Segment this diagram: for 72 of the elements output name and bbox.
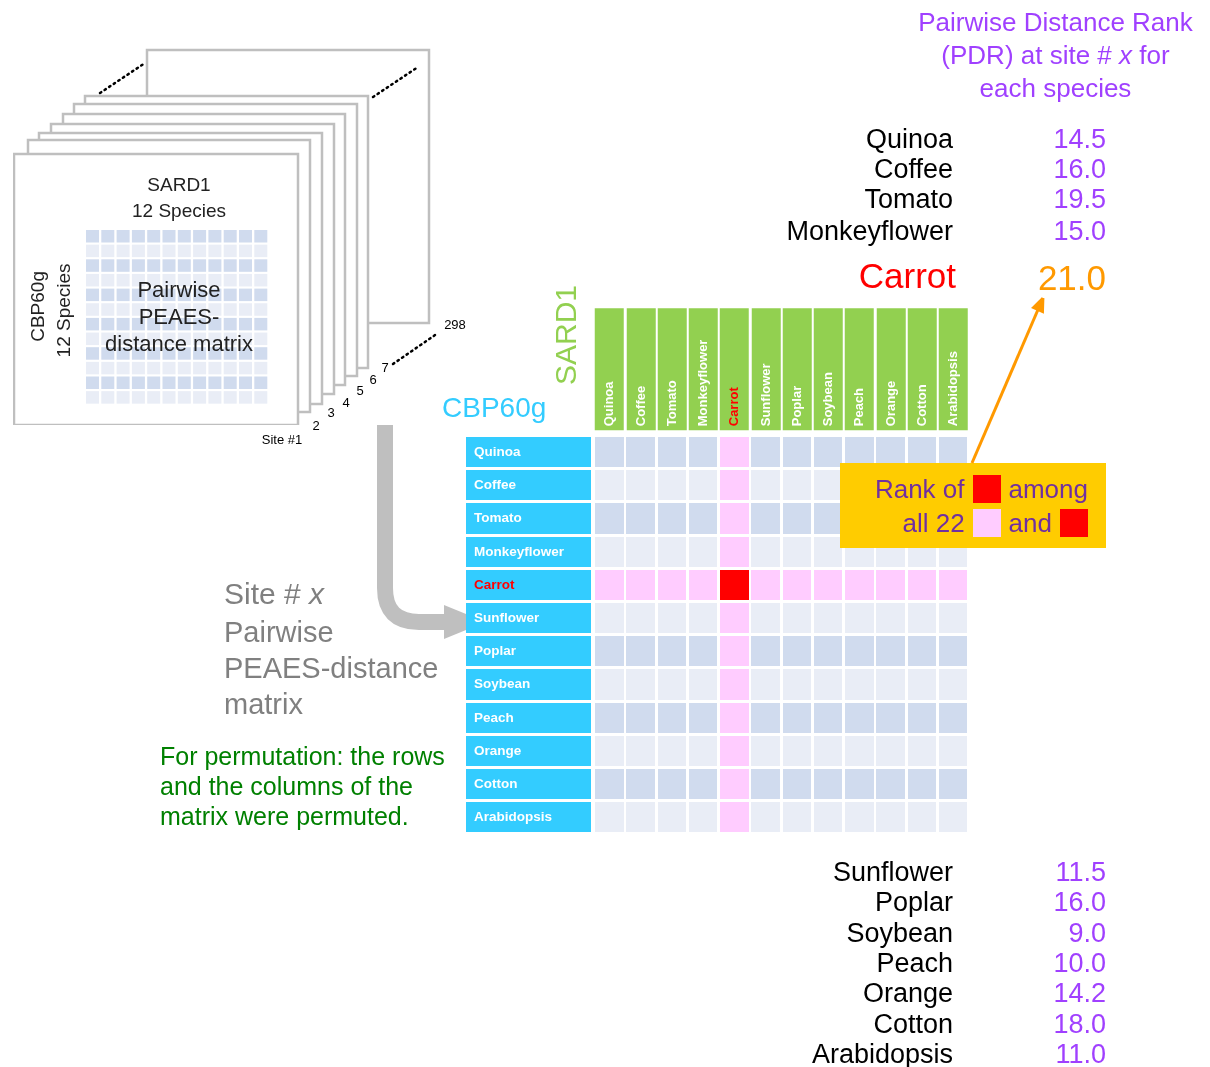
callout-text: Rank of <box>874 473 965 505</box>
row-header: Poplar <box>466 636 591 667</box>
species-name: Monkeyflower <box>785 216 953 248</box>
column-header: Peach <box>845 308 874 430</box>
species-name: Cotton <box>872 1008 953 1040</box>
rank-value: 14.5 <box>1052 124 1106 156</box>
column-header: Coffee <box>626 308 655 430</box>
species-name: Carrot <box>857 256 956 297</box>
matrix-caption: Pairwise PEAES-distance matrix <box>224 615 440 722</box>
site-number: 2 <box>311 418 321 434</box>
rank-value: 18.0 <box>1052 1008 1106 1040</box>
species-name: Orange <box>861 978 953 1010</box>
distance-matrix <box>466 437 970 830</box>
column-header: Cotton <box>907 308 936 430</box>
rank-value: 19.5 <box>1052 184 1106 216</box>
axis-label: SARD1 <box>549 285 583 385</box>
axis-label: 12 Species <box>52 262 75 359</box>
callout-box <box>840 463 1106 548</box>
site-number: 5 <box>355 383 365 399</box>
callout-text: among <box>1008 473 1088 505</box>
site-number: 7 <box>380 360 390 376</box>
note-text: For permutation: the rows and the columns of the matrix were permuted. <box>160 741 446 831</box>
row-header: Carrot <box>466 569 591 601</box>
row-header: Quinoa <box>466 437 591 468</box>
rank-value: 9.0 <box>1067 917 1106 949</box>
species-name: Soybean <box>845 917 953 949</box>
column-header: Sunflower <box>751 308 780 430</box>
axis-label: CBP60g <box>442 392 548 425</box>
column-header: Orange <box>876 308 905 430</box>
site-number: 3 <box>326 405 336 421</box>
rank-value: 11.0 <box>1054 1038 1106 1067</box>
callout-text: and <box>1008 507 1052 539</box>
column-header: Soybean <box>813 308 843 430</box>
species-name: Sunflower <box>831 857 953 889</box>
species-name: Coffee <box>872 154 953 186</box>
heading-text: Pairwise Distance Rank (PDR) at site # x for each species <box>917 6 1194 105</box>
row-header: Coffee <box>466 470 591 501</box>
matrix-title: SARD1 <box>146 173 212 197</box>
rank-value: 10.0 <box>1052 947 1106 979</box>
callout-text: all 22 <box>902 507 965 539</box>
column-header: Carrot <box>720 308 749 430</box>
axis-label: CBP60g <box>26 269 49 344</box>
site-label: Site #1 <box>260 432 304 448</box>
rank-value: 11.5 <box>1054 857 1106 889</box>
species-name: Peach <box>876 947 953 979</box>
rank-value: 14.2 <box>1052 978 1106 1010</box>
column-header: Tomato <box>657 308 686 430</box>
rank-value: 16.0 <box>1052 154 1106 186</box>
rank-value: 16.0 <box>1052 887 1106 919</box>
rank-value-text: 21.0 <box>1036 258 1106 298</box>
row-header: Arabidopsis <box>466 802 591 833</box>
rank-value: 15.0 <box>1052 216 1106 248</box>
site-number: 298 <box>443 317 467 333</box>
species-name: Quinoa <box>864 124 953 156</box>
row-header: Peach <box>466 702 591 733</box>
matrix-label: Pairwise PEAES-distance matrix <box>104 275 254 357</box>
column-header: Poplar <box>782 308 811 430</box>
matrix-subtitle: 12 Species <box>131 199 227 223</box>
row-header: Sunflower <box>466 603 591 634</box>
column-header: Quinoa <box>595 308 624 430</box>
column-header: Arabidopsis <box>938 308 968 430</box>
row-header: Soybean <box>466 669 591 700</box>
site-number: 6 <box>368 372 378 388</box>
matrix-caption: Site # x <box>224 577 326 612</box>
species-name: Poplar <box>873 887 953 919</box>
column-header: Monkeyflower <box>688 308 718 430</box>
row-header: Tomato <box>466 503 591 534</box>
site-number: 4 <box>341 395 351 411</box>
row-header: Monkeyflower <box>466 536 591 567</box>
species-name: Tomato <box>863 184 953 216</box>
row-header: Orange <box>466 735 591 767</box>
row-header: Cotton <box>466 769 591 800</box>
